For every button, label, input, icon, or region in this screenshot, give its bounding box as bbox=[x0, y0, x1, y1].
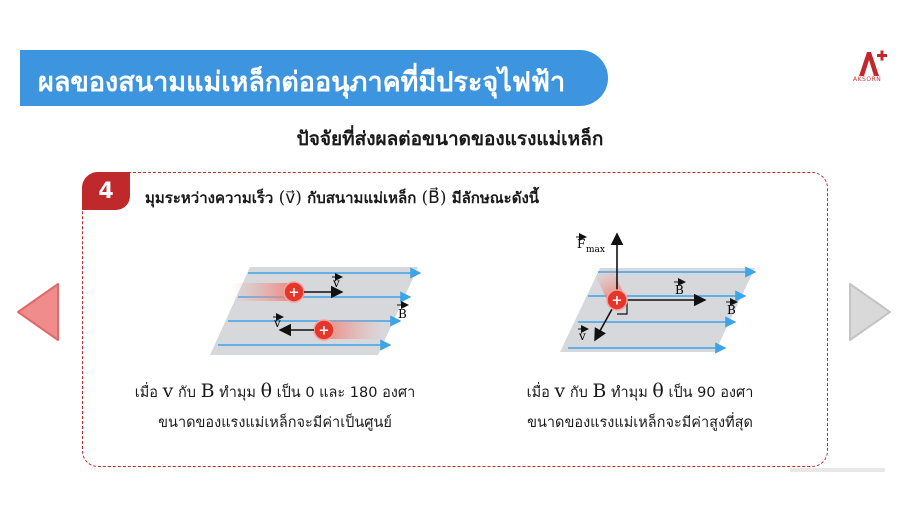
arrow-left-icon bbox=[17, 283, 59, 341]
b-label-inner: B bbox=[675, 283, 684, 297]
heading-mid: กับสนามแม่เหล็ก bbox=[307, 189, 417, 207]
caption-b-symbol: B bbox=[592, 380, 607, 402]
positive-charge-icon bbox=[606, 289, 628, 311]
page-title: ผลของสนามแม่เหล็กต่ออนุภาคที่มีประจุไฟฟ้… bbox=[38, 67, 566, 98]
prev-slide-button[interactable] bbox=[12, 280, 62, 344]
field-plane bbox=[210, 267, 418, 355]
motion-trail bbox=[232, 283, 292, 301]
card-heading: มุมระหว่างความเร็ว (v⃗) กับสนามแม่เหล็ก … bbox=[145, 186, 539, 210]
field-label: B bbox=[398, 307, 407, 321]
velocity-label: v bbox=[578, 329, 586, 343]
heading-velocity-symbol: (v⃗) bbox=[278, 188, 302, 208]
right-caption-line2: ขนาดของแรงแม่เหล็กจะมีค่าสูงที่สุด bbox=[527, 415, 753, 431]
heading-field-symbol: (B⃗) bbox=[421, 188, 447, 208]
arrow-right-icon bbox=[849, 283, 891, 341]
charge-sign: + bbox=[612, 294, 623, 309]
charge-sign: + bbox=[319, 324, 330, 339]
field-label: B bbox=[727, 303, 736, 317]
logo-label: AKSORN bbox=[853, 76, 882, 83]
caption-v-symbol: v bbox=[554, 380, 566, 402]
field-plane bbox=[560, 268, 755, 352]
section-subtitle: ปัจจัยที่ส่งผลต่อขนาดของแรงแม่เหล็ก bbox=[296, 128, 604, 150]
caption-theta-symbol: θ bbox=[652, 380, 664, 402]
next-slide-button[interactable] bbox=[846, 280, 896, 344]
charge-sign: + bbox=[289, 286, 300, 301]
content-card bbox=[82, 172, 828, 467]
left-caption-line2: ขนาดของแรงแม่เหล็กจะมีค่าเป็นศูนย์ bbox=[158, 415, 392, 431]
step-number-badge: 4 bbox=[82, 172, 130, 210]
force-label-sub: max bbox=[586, 245, 605, 255]
caption-theta-symbol: θ bbox=[260, 380, 273, 402]
right-caption: เมื่อ v กับ B ทำมุม θ เป็น 90 องศา ขนาดข… bbox=[490, 376, 790, 438]
title-banner: ผลของสนามแม่เหล็กต่ออนุภาคที่มีประจุไฟฟ้… bbox=[20, 50, 608, 106]
aksorn-logo-icon bbox=[859, 50, 887, 76]
right-angle-marker bbox=[617, 300, 628, 315]
heading-suffix: มีลักษณะดังนี้ bbox=[451, 189, 540, 207]
velocity-label: v bbox=[273, 316, 281, 330]
bottom-divider bbox=[790, 468, 885, 472]
velocity-label: v bbox=[332, 276, 340, 290]
left-caption: เมื่อ v กับ B ทำมุม θ เป็น 0 และ 180 องศ… bbox=[125, 376, 425, 438]
motion-trail bbox=[324, 321, 384, 339]
left-diagram-parallel: + v + v B bbox=[210, 267, 422, 355]
caption-v-symbol: v bbox=[162, 380, 174, 402]
heading-prefix: มุมระหว่างความเร็ว bbox=[145, 189, 274, 207]
caption-b-symbol: B bbox=[200, 380, 215, 402]
force-label: F bbox=[577, 237, 585, 251]
right-diagram-perpendicular: F max B v + B bbox=[560, 232, 757, 354]
